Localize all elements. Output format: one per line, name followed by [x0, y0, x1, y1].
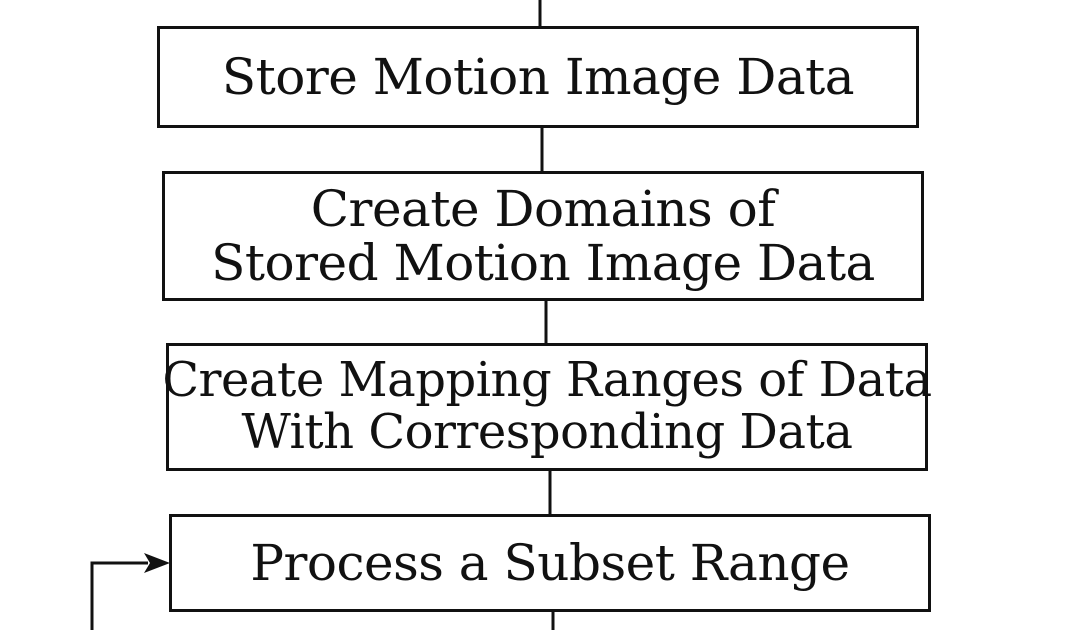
step-label-line-1: Create Domains of — [310, 180, 776, 238]
step-label-line-2: Stored Motion Image Data — [211, 234, 875, 292]
step-label-line-2: With Corresponding Data — [241, 404, 853, 460]
step-store-motion-image-data: Store Motion Image Data — [157, 26, 919, 128]
step-label: Process a Subset Range — [250, 534, 850, 592]
step-label-line-1: Create Mapping Ranges of Data — [162, 352, 932, 409]
step-label: Store Motion Image Data — [221, 48, 855, 106]
step-process-subset-range: Process a Subset Range — [169, 514, 931, 612]
step-create-mapping-ranges: Create Mapping Ranges of Data With Corre… — [162, 343, 932, 471]
loop-back-arrow-line — [90, 561, 148, 630]
step-create-domains: Create Domains of Stored Motion Image Da… — [162, 171, 924, 301]
loop-back-arrowhead — [144, 553, 170, 573]
